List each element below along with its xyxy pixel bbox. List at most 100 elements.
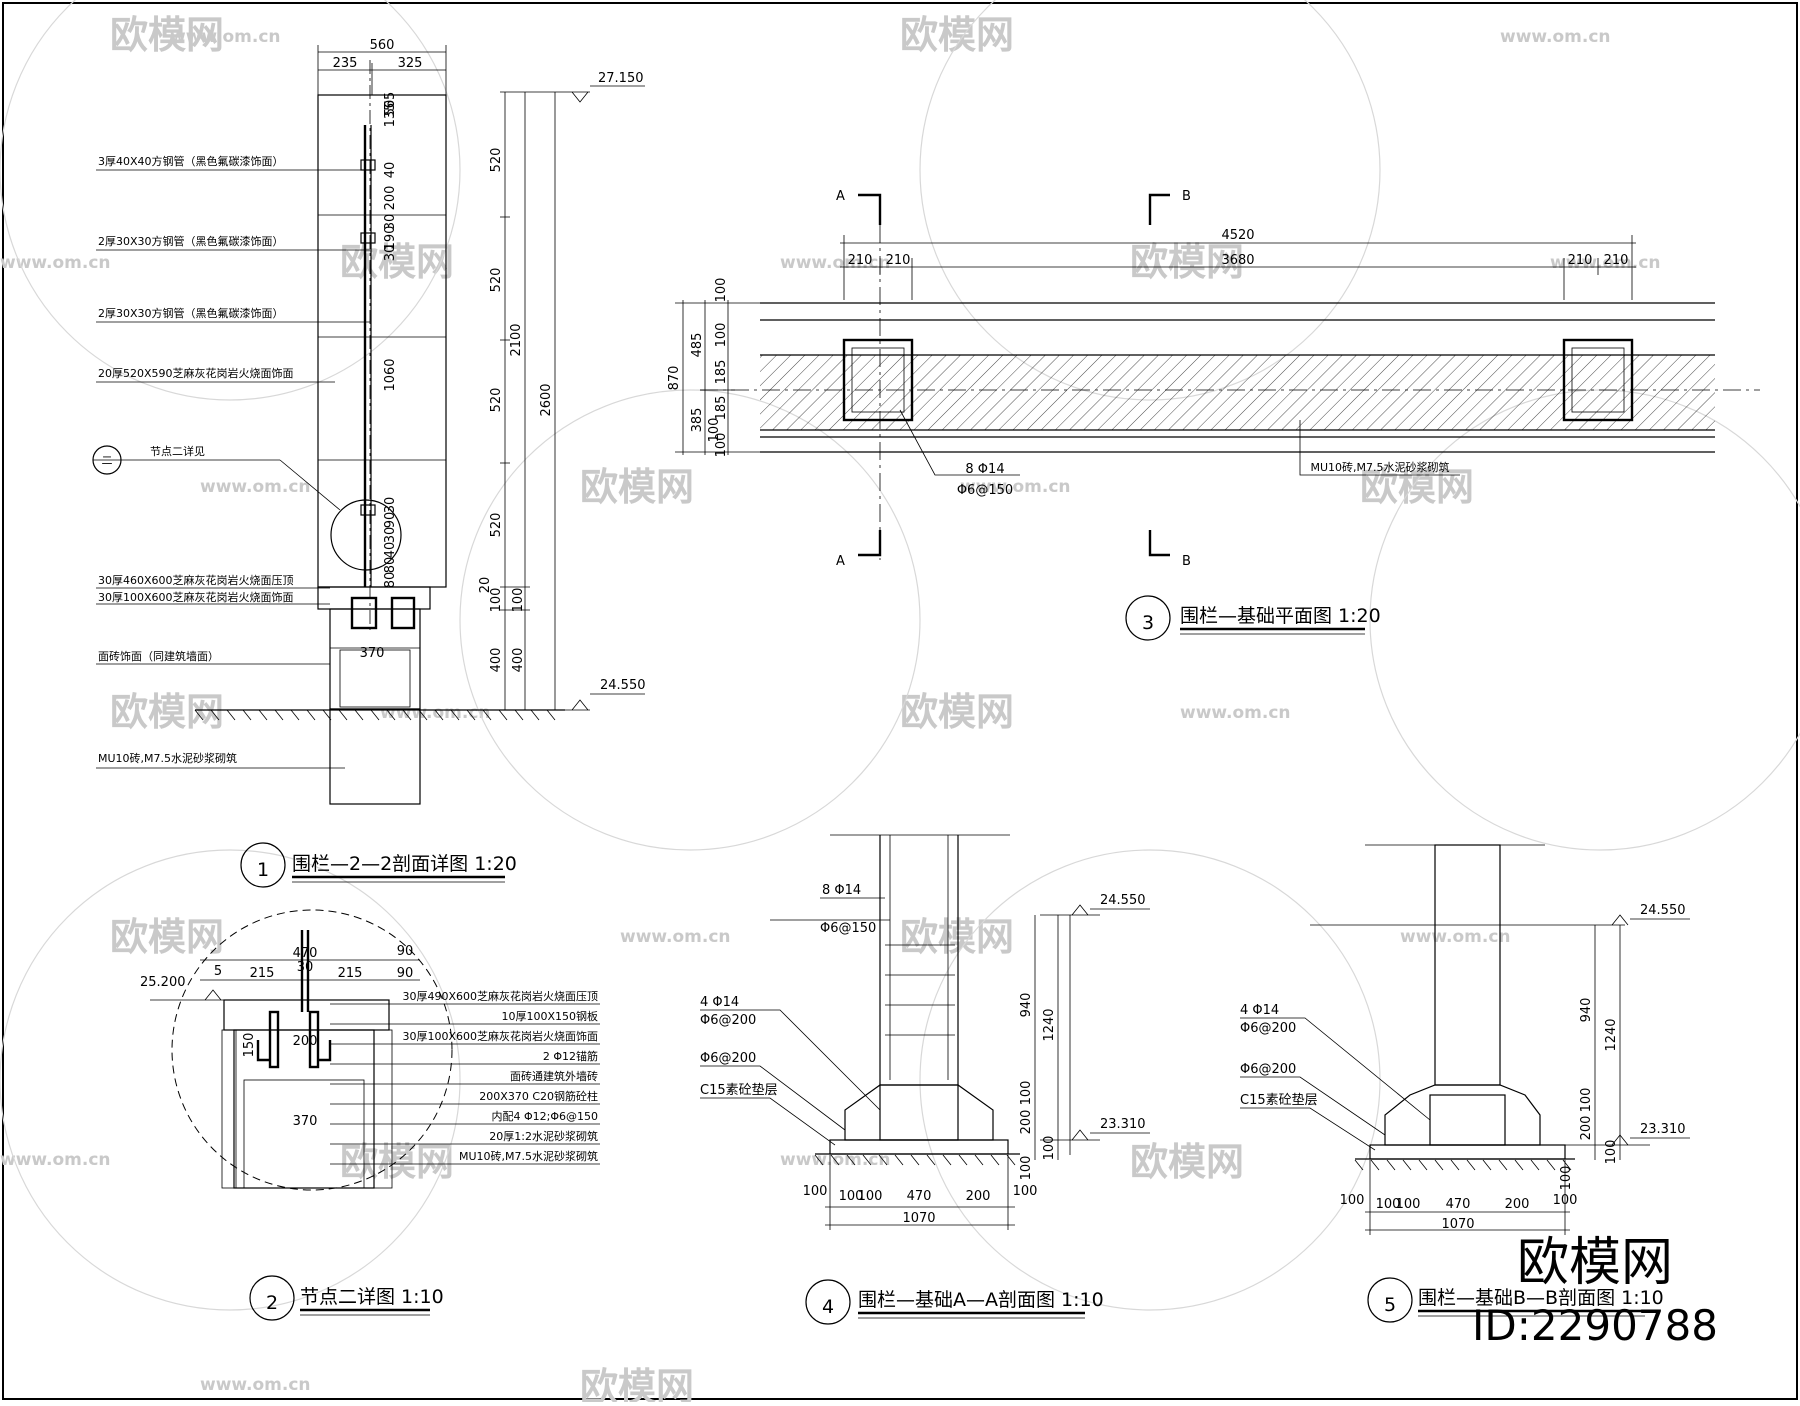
dim-2100: 2100 bbox=[509, 323, 524, 356]
watermark-brand: 欧模网 bbox=[900, 690, 1014, 734]
node-dim-90-b: 90 bbox=[397, 966, 414, 981]
ground-hatch bbox=[194, 709, 204, 721]
node-ref-number: 二 bbox=[102, 454, 113, 467]
watermark-arcs bbox=[0, 0, 1800, 1311]
aa-stirrup: Φ6@150 bbox=[820, 921, 876, 936]
ground-hatch bbox=[546, 709, 556, 721]
node-label: 内配4 Φ12;Φ6@150 bbox=[491, 1109, 598, 1123]
wall-bb bbox=[1434, 844, 1501, 1086]
aa-elev-bottom: 23.310 bbox=[1100, 1117, 1146, 1132]
ground-hatch bbox=[1562, 1159, 1572, 1171]
ground-hatch bbox=[306, 709, 316, 721]
drawing-titles: 1 围栏—2—2剖面详图 1:20 2 节点二详图 1:10 3 围栏—基础平面… bbox=[240, 595, 1664, 1325]
watermark-layer: 欧模网欧模网欧模网欧模网欧模网欧模网欧模网欧模网欧模网欧模网欧模网欧模网欧模网w… bbox=[0, 13, 1661, 1406]
bb-dim-100-a: 100 bbox=[1579, 1088, 1594, 1113]
ground-hatch bbox=[418, 709, 428, 721]
watermark-brand: 欧模网 bbox=[900, 13, 1014, 57]
post-dim: 200 bbox=[383, 186, 398, 211]
plan-rebar-stirrup: Φ6@150 bbox=[957, 483, 1013, 498]
node-dim-215-a: 215 bbox=[250, 966, 275, 981]
ground-hatch bbox=[226, 709, 236, 721]
post-dim: 90 bbox=[383, 512, 398, 529]
watermark-url: www.om.cn bbox=[0, 253, 111, 273]
ground-hatch bbox=[990, 1154, 1000, 1166]
watermark-brand: 欧模网 bbox=[580, 1365, 694, 1402]
bb-footing-rebar: 4 Φ14 bbox=[1240, 1003, 1279, 1018]
ground-hatch bbox=[434, 709, 444, 721]
watermark-brand: 欧模网 bbox=[340, 1140, 454, 1184]
plan-dim-100-b: 100 bbox=[714, 323, 729, 348]
cut-b-top: B bbox=[1182, 189, 1191, 204]
label-tile-finish: 面砖饰面（同建筑墙面） bbox=[98, 649, 219, 663]
aa-dim-bot-100-a: 100 bbox=[803, 1184, 828, 1199]
post-dim: 80 bbox=[383, 557, 398, 574]
ground-hatch bbox=[498, 709, 508, 721]
ground-hatch bbox=[862, 1154, 872, 1166]
dim-520-c: 520 bbox=[489, 388, 504, 413]
plan-column-left bbox=[842, 338, 914, 422]
bb-dim-1240: 1240 bbox=[1604, 1018, 1619, 1051]
node-dim-215-b: 215 bbox=[338, 966, 363, 981]
aa-dim-1240: 1240 bbox=[1042, 1008, 1057, 1041]
node-dim-5: 5 bbox=[214, 964, 222, 979]
ground-hatch bbox=[1434, 1159, 1444, 1171]
label-steel-tube-40: 3厚40X40方钢管（黑色氟碳漆饰面） bbox=[98, 154, 284, 168]
node-elev: 25.200 bbox=[140, 975, 186, 990]
plan-dim-870: 870 bbox=[667, 366, 682, 391]
plan-dim-185-a: 185 bbox=[714, 360, 729, 385]
ground-hatch bbox=[450, 709, 460, 721]
watermark-url: www.om.cn bbox=[1550, 253, 1661, 273]
watermark-url: www.om.cn bbox=[170, 27, 281, 47]
footing-bb bbox=[1384, 1084, 1541, 1146]
ground-hatch bbox=[1418, 1159, 1428, 1171]
aa-dim-100-c: 100 bbox=[1019, 1156, 1034, 1181]
post-dim: 30 bbox=[383, 497, 398, 514]
post-dim: 190 bbox=[383, 226, 398, 251]
title-bubble-2 bbox=[249, 1275, 295, 1321]
label-node-two: 节点二详见 bbox=[150, 444, 205, 458]
ground-hatch bbox=[1530, 1159, 1540, 1171]
post-dim: 40 bbox=[383, 542, 398, 559]
bb-dim-bot-470: 470 bbox=[1446, 1197, 1471, 1212]
ground-hatch bbox=[1514, 1159, 1524, 1171]
plan-dim-210-a: 210 bbox=[848, 253, 873, 268]
drawing-1-section: 560 235 325 520 520 520 520 2100 2600 20… bbox=[92, 38, 646, 805]
ground-hatch bbox=[1450, 1159, 1460, 1171]
ground-hatch bbox=[354, 709, 364, 721]
watermark-brand: 欧模网 bbox=[580, 465, 694, 509]
stamp-id: ID:2290788 bbox=[1472, 1301, 1718, 1350]
title-num-3: 3 bbox=[1142, 612, 1154, 634]
node-coping bbox=[223, 999, 390, 1031]
node-label: 10厚100X150钢板 bbox=[501, 1009, 598, 1023]
cut-a-bottom: A bbox=[836, 554, 845, 569]
plan-dim-210-d: 210 bbox=[1604, 253, 1629, 268]
footing-aa bbox=[844, 1084, 994, 1141]
ground-hatch bbox=[1402, 1159, 1412, 1171]
plan-dim-100-a: 100 bbox=[714, 278, 729, 303]
bb-dim-100-c: 100 bbox=[1559, 1166, 1574, 1191]
bb-dim-bot-100-b: 100 bbox=[1376, 1197, 1401, 1212]
post-dim: 1060 bbox=[383, 358, 398, 391]
title-bubble-3 bbox=[1125, 595, 1171, 641]
cut-a-top: A bbox=[836, 189, 845, 204]
drawing-4-section-aa: 24.550 23.310 940 1240 100 200 100 100 1… bbox=[700, 834, 1150, 1230]
ground-hatch bbox=[1546, 1159, 1556, 1171]
drawing-5-section-bb: 24.550 23.310 940 1240 100 200 100 100 1… bbox=[1240, 844, 1690, 1235]
watermark-url: www.om.cn bbox=[780, 253, 891, 273]
node-dim-470: 470 bbox=[293, 946, 318, 961]
post-dim: 30 bbox=[383, 527, 398, 544]
aa-dim-100-b: 100 bbox=[1042, 1136, 1057, 1161]
dim-base-370: 370 bbox=[360, 646, 385, 661]
ground-hatch bbox=[1482, 1159, 1492, 1171]
drawing-2-node-detail: 25.200 470 90 5 215 30 215 90 150 200 37… bbox=[140, 909, 600, 1191]
bb-dim-bot-100-d: 100 bbox=[1553, 1193, 1578, 1208]
node-dim-370: 370 bbox=[293, 1114, 318, 1129]
ground-hatch bbox=[830, 1154, 840, 1166]
ground-hatch bbox=[338, 709, 348, 721]
label-steel-tube-30-a: 2厚30X30方钢管（黑色氟碳漆饰面） bbox=[98, 234, 284, 248]
stamp-brand: 欧模网 bbox=[1517, 1233, 1673, 1293]
dim-400-b: 400 bbox=[511, 648, 526, 673]
bb-elev-top: 24.550 bbox=[1640, 903, 1686, 918]
node-detail-circle bbox=[330, 499, 402, 571]
aa-dim-bot-200: 200 bbox=[966, 1189, 991, 1204]
